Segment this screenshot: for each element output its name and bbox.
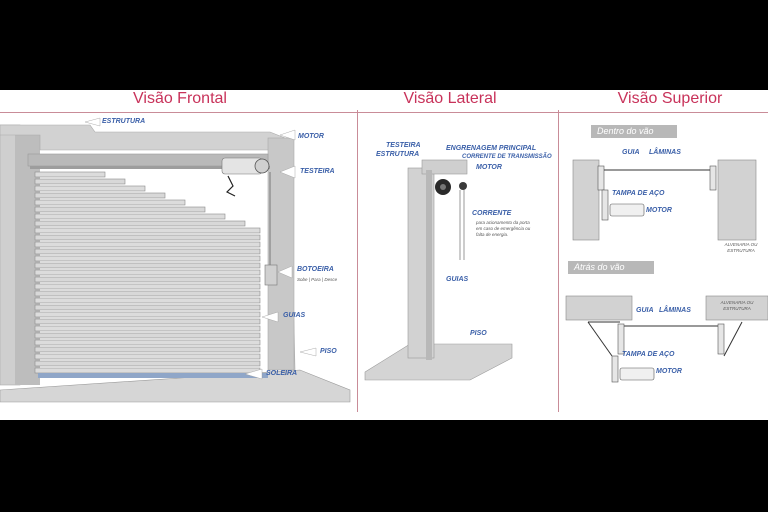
label-tampa-dentro: TAMPA DE AÇO	[612, 190, 665, 197]
label-laminas-atras: LÂMINAS	[659, 307, 691, 314]
label-laminas-dentro: LÂMINAS	[649, 149, 681, 156]
label-engrenagem: ENGRENAGEM PRINCIPAL	[446, 145, 537, 152]
header-rule	[0, 112, 768, 113]
title-lateral: Visão Lateral	[403, 90, 497, 107]
note-corrente: para acionamento da porta em caso de eme…	[476, 220, 531, 237]
divider-right	[558, 110, 559, 412]
note-alvenaria-dentro: ALVENARIA OU ESTRUTURA	[724, 242, 758, 253]
title-frontal: Visão Frontal	[133, 90, 227, 107]
label-guias: GUIAS	[283, 312, 306, 319]
label-soleira: SOLEIRA	[266, 370, 298, 377]
title-superior: Visão Superior	[617, 90, 723, 107]
label-tampa-atras: TAMPA DE AÇO	[622, 351, 675, 358]
label-guia-atras: GUIA	[636, 307, 654, 314]
label-botoeira: BOTOEIRA	[297, 266, 334, 273]
label-testeira: TESTEIRA	[300, 168, 335, 175]
label-testeira-lateral: TESTEIRA	[386, 142, 421, 149]
label-piso-lateral: PISO	[470, 330, 487, 337]
note-alvenaria-atras: ALVENARIA OU ESTRUTURA	[720, 300, 754, 311]
banner-dentro: Dentro do vão	[591, 125, 677, 138]
banner-atras: Atrás do vão	[568, 261, 654, 274]
lateral-drawing	[364, 159, 513, 381]
label-corrente-transmissao: CORRENTE DE TRANSMISSÃO	[462, 154, 552, 160]
label-estrutura: ESTRUTURA	[102, 118, 146, 125]
note-botoeira: Sobe | Para | Desce	[297, 277, 338, 282]
label-guias-lateral: GUIAS	[446, 276, 469, 283]
label-motor-atras: MOTOR	[656, 368, 682, 375]
divider-left	[357, 110, 358, 412]
label-motor-lateral: MOTOR	[476, 164, 502, 171]
diagram-panel: Visão Frontal Visão Lateral Visão Superi…	[0, 90, 768, 420]
slats	[34, 171, 261, 374]
label-corrente: CORRENTE	[472, 210, 512, 217]
label-piso: PISO	[320, 348, 337, 355]
diagram-drawings	[0, 117, 768, 403]
label-guia-dentro: GUIA	[622, 149, 640, 156]
label-estrutura-lateral: ESTRUTURA	[376, 151, 420, 158]
label-motor: MOTOR	[298, 133, 324, 140]
label-motor-dentro: MOTOR	[646, 207, 672, 214]
superior-dentro-drawing	[572, 159, 757, 241]
frontal-drawing	[0, 117, 351, 403]
superior-atras-drawing	[565, 295, 768, 383]
